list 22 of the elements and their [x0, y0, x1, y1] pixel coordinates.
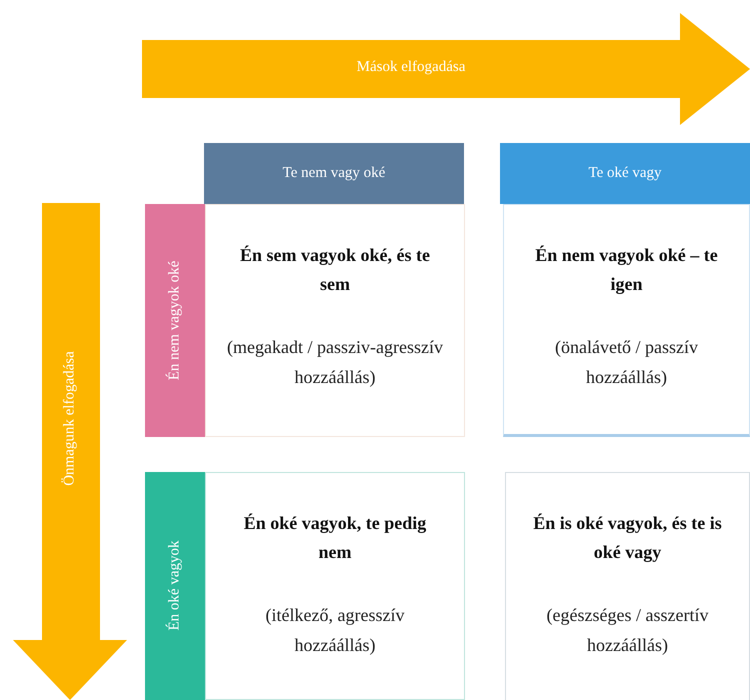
description-text: (önalávető / passzív hozzáállás) [554, 336, 699, 389]
block-arrow [142, 13, 750, 125]
quadrant-card [205, 472, 465, 700]
quadrant-card [205, 204, 465, 437]
quadrant-title: Én nem vagyok oké – te igen [534, 244, 719, 296]
axis-label: Mások elfogadása [356, 59, 466, 76]
quadrant-title: Én sem vagyok oké, és te sem [239, 244, 431, 296]
description-text: (egészséges / asszertív hozzáállás) [546, 604, 710, 657]
quadrant-title: Én is oké vagyok, és te is oké vagy [532, 512, 723, 564]
column-header: Te nem vagy oké [204, 143, 464, 204]
description-text: (itélkező, agresszív hozzáállás) [264, 604, 406, 657]
column-header: Te oké vagy [500, 143, 750, 204]
row-label: Én nem vagyok oké [166, 259, 184, 382]
row-label: Én oké vagyok [166, 540, 184, 632]
block-arrow [13, 203, 127, 700]
quadrant-title: Én oké vagyok, te pedig nem [242, 512, 428, 564]
row-header [145, 472, 205, 700]
axis-label: Önmagunk elfogadása [62, 350, 78, 488]
quadrant-card [503, 204, 750, 437]
quadrant-card [505, 472, 750, 700]
row-header [145, 204, 205, 437]
description-text: (megakadt / passziv-agresszív hozzáállás) [226, 336, 444, 389]
